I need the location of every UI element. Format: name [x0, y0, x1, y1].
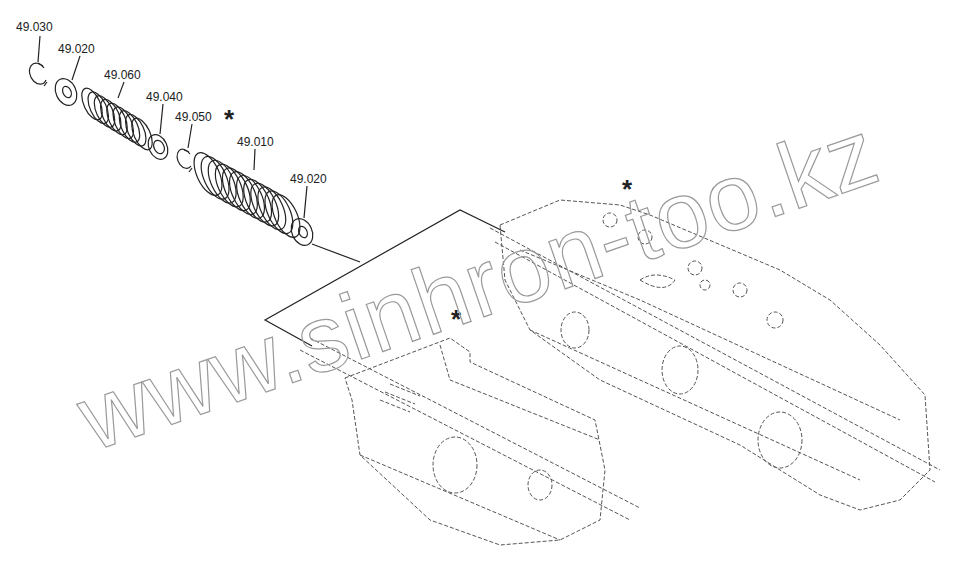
spring-coil [121, 111, 150, 149]
spring-coil [103, 100, 132, 138]
callout-number: 49.030 [16, 20, 53, 34]
spring-coil [96, 96, 125, 134]
callout-number: 49.020 [290, 172, 327, 186]
spring-coil [84, 89, 113, 127]
spring-coil [78, 85, 107, 123]
spring-coil [115, 108, 144, 146]
callout-number: 49.040 [146, 90, 183, 104]
callout-number: 49.050 [175, 110, 212, 124]
spring-coil [109, 104, 138, 142]
spring-coil [90, 93, 119, 131]
asterisk-mark: * [224, 106, 234, 132]
callout-number: 49.020 [58, 42, 95, 56]
spring-coil [128, 115, 157, 153]
callout-number: 49.060 [104, 68, 141, 82]
callout-number: 49.010 [237, 135, 274, 149]
watermark: www.sinhron-too.kz [65, 97, 891, 472]
